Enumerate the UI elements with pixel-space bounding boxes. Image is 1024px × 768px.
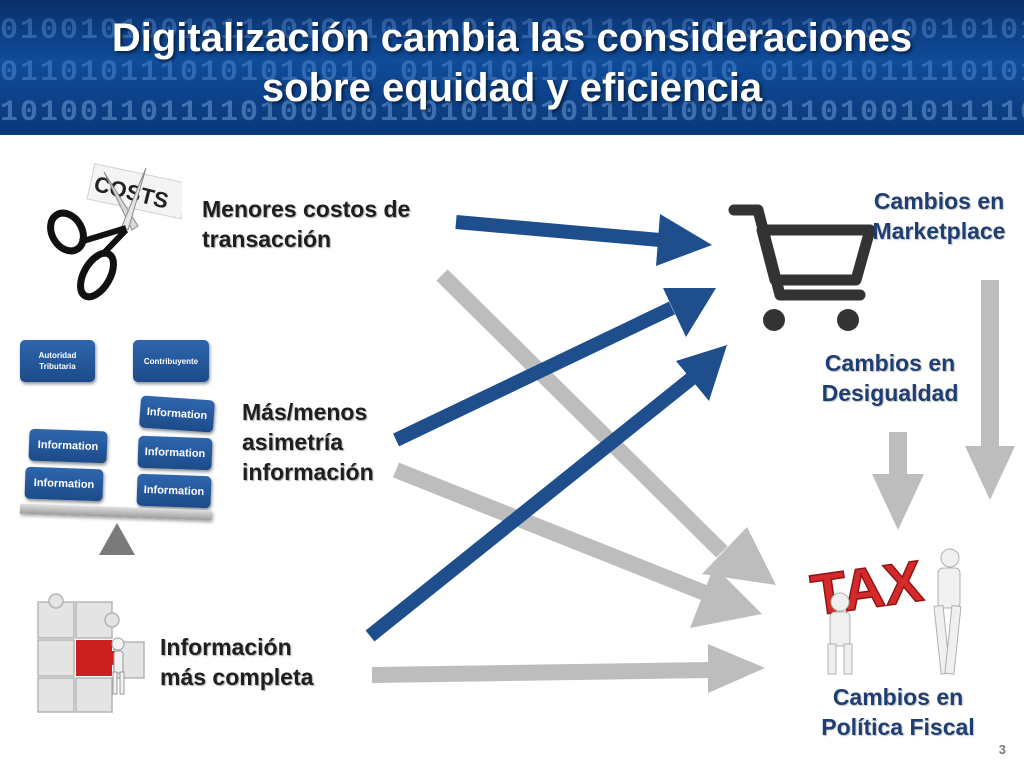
label-costs: Menores costos de transacción [202,196,411,252]
blue-arrow-asymmetry-to-marketplace [392,288,716,447]
slide-title-line-2: sobre equidad y eficiencia [261,66,763,110]
slide-title-line-1: Digitalización cambia las consideracione… [111,16,913,60]
box-information: Information [136,473,212,509]
blue-arrow-complete-to-marketplace [365,345,727,642]
scissors-costs-icon: COSTS [47,163,182,301]
header-banner: 0100101001011101001011101010011101001011… [0,0,1024,135]
label-fiscal-policy: Cambios en Política Fiscal [821,684,975,740]
scale-fulcrum [99,523,135,555]
binary-pattern-row: 0100101001011101001011101010011101001011… [0,14,1024,48]
gray-arrow-asymmetry-to-fiscal [393,462,762,628]
gray-arrow-costs-to-fiscal [436,269,776,585]
box-information: Information [138,395,216,433]
gray-arrow-inequality-to-fiscal [872,432,924,530]
box-information: Information [24,466,104,502]
box-taxpayer: Contribuyente [133,340,209,382]
gray-arrow-marketplace-to-fiscal [965,280,1015,500]
binary-pattern-row: 1010011011110100100110101101011111001001… [0,96,1024,130]
page-number: 3 [998,742,1006,757]
gray-arrow-complete-to-fiscal [371,644,765,693]
label-marketplace: Cambios en Marketplace [872,188,1006,244]
blue-arrow-costs-to-marketplace [455,214,712,266]
label-asymmetry: Más/menos asimetría información [242,399,374,485]
label-complete-info: Información más completa [160,634,314,690]
tax-figures-icon: TAX [806,548,962,675]
puzzle-figure-icon [37,593,145,713]
label-inequality: Cambios en Desigualdad [821,350,959,406]
box-information: Information [137,435,213,471]
shopping-cart-icon [728,204,876,331]
binary-pattern-row: 0110101110101010010 01101011101010010 01… [0,56,1024,90]
tax-sign-text: TAX [807,548,927,628]
box-information: Information [28,428,108,464]
